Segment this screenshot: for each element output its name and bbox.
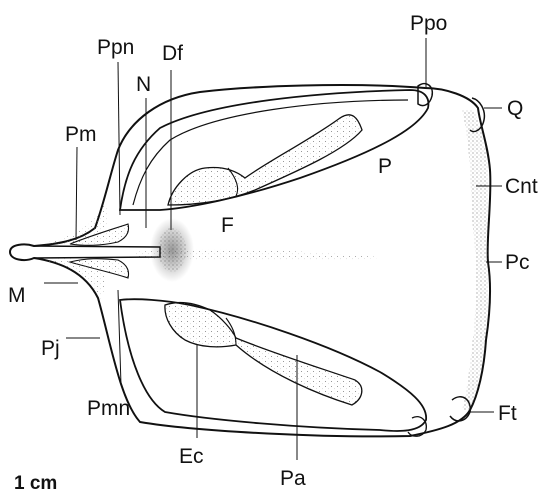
label-n: N bbox=[136, 74, 151, 95]
posterior-stipple bbox=[462, 110, 489, 410]
label-df: Df bbox=[162, 43, 183, 64]
upper-fenestra bbox=[120, 90, 428, 210]
label-pc: Pc bbox=[505, 252, 530, 273]
frontal-bone bbox=[168, 115, 362, 205]
label-f: F bbox=[221, 215, 234, 236]
label-m: M bbox=[8, 285, 26, 306]
label-pj: Pj bbox=[41, 338, 60, 359]
label-ft: Ft bbox=[498, 403, 517, 424]
label-cnt: Cnt bbox=[505, 176, 538, 197]
ectopterygoid bbox=[165, 303, 362, 405]
label-pmn: Pmn bbox=[87, 398, 130, 419]
snout-stipple-upper bbox=[40, 200, 108, 245]
lower-corner-knob bbox=[408, 417, 426, 437]
dorsal-foramen-stipple bbox=[158, 228, 186, 272]
label-q: Q bbox=[507, 98, 523, 119]
label-ec: Ec bbox=[179, 446, 204, 467]
label-p: P bbox=[378, 156, 392, 177]
label-ppo: Ppo bbox=[410, 13, 447, 34]
label-pm: Pm bbox=[65, 124, 97, 145]
label-ppn: Ppn bbox=[97, 37, 134, 58]
label-pa: Pa bbox=[280, 468, 306, 489]
scale-bar-label: 1 cm bbox=[14, 474, 57, 493]
